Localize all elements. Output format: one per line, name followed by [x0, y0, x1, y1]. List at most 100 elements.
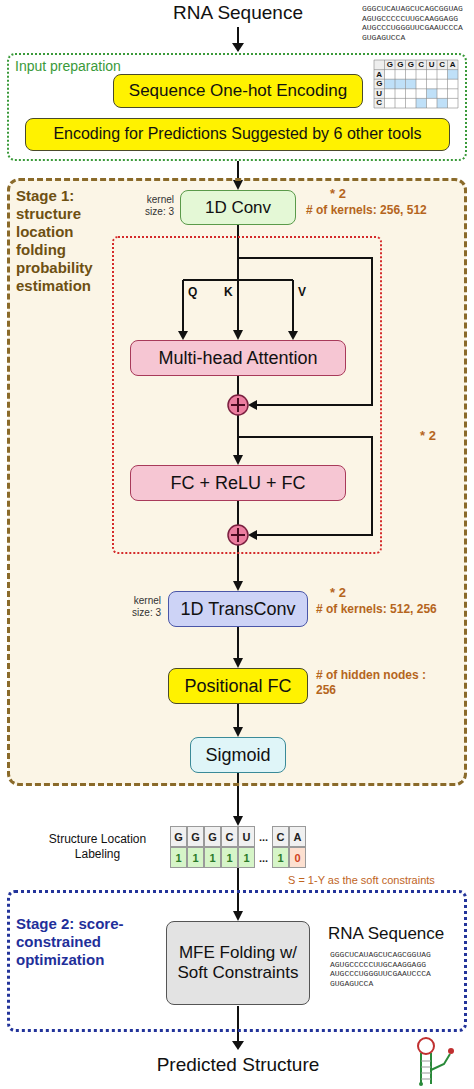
connector — [233, 501, 243, 591]
attention-box: Multi-head Attention — [130, 340, 346, 376]
process-box: MFE Folding w/ Soft Constraints — [166, 921, 310, 1005]
connector-line — [237, 376, 239, 457]
key-label-text: K — [224, 285, 236, 299]
matrix-header: G — [395, 60, 406, 70]
arrowhead — [233, 911, 243, 921]
structure-illustration — [418, 1038, 454, 1086]
process-box: Encoding for Predictions Suggested by 6 … — [25, 118, 450, 151]
sequence-text-text: GGGCUCAUAGCUCAGCGGUAG AGUGCCCCCUUGCAAGGA… — [330, 950, 436, 988]
kernel-count-text: # of kernels: 512, 256 — [316, 602, 466, 617]
table-cell: 1 — [187, 847, 204, 868]
process-box: Sequence One-hot Encoding — [113, 74, 363, 108]
table-cell: 1 — [221, 847, 238, 868]
matrix-header-text: U — [427, 60, 438, 70]
repeat-note-text: * 2 — [330, 585, 370, 601]
matrix-header-text: G — [395, 60, 406, 70]
cell-text: A — [294, 831, 302, 843]
cell-text: ... — [259, 852, 268, 864]
table-cell: U — [238, 826, 255, 847]
kernel-count: # of kernels: 512, 256 — [316, 602, 466, 617]
cell-text: G — [191, 831, 200, 843]
arrowhead — [233, 180, 243, 190]
transconv-box: 1D TransConv — [168, 591, 308, 627]
cell-text: U — [243, 831, 251, 843]
box-text: 1D Conv — [205, 198, 271, 218]
kernel-note: kernel size: 3 — [126, 194, 174, 218]
query-label-text: Q — [188, 285, 200, 299]
box-text: Positional FC — [184, 676, 291, 697]
region-heading: Input preparation — [15, 58, 215, 75]
table-cell: 1 — [170, 847, 187, 868]
sequence-text-text: GGGCUCAUAGCUCAGCGGUAG AGUGCCCCCUUGCAAGGA… — [362, 4, 468, 42]
stage-fill — [8, 179, 466, 785]
value-label: V — [298, 285, 310, 299]
input-label: RNA Sequence — [118, 2, 358, 24]
connector — [233, 225, 243, 340]
hidden-count: # of hidden nodes : 256 — [316, 668, 438, 698]
box-text: FC + ReLU + FC — [170, 473, 305, 494]
cell-text: 1 — [175, 852, 181, 864]
matrix-header-text: C — [437, 60, 448, 70]
connector-line — [237, 627, 239, 660]
box-text: Sigmoid — [205, 745, 270, 766]
matrix-row-label: U — [374, 89, 385, 99]
region-heading: * 2 — [420, 428, 460, 444]
table-cell: 0 — [289, 847, 306, 868]
table-cell: 1 — [204, 847, 221, 868]
cell-text: 1 — [226, 852, 232, 864]
arrowhead — [233, 330, 243, 340]
matrix-row-label-text: U — [374, 89, 385, 99]
arrowhead — [233, 658, 243, 668]
matrix-row-label-text: C — [374, 98, 385, 108]
table-cell: A — [289, 826, 306, 847]
matrix-header: G — [385, 60, 396, 70]
cell-text: 0 — [294, 852, 300, 864]
heading-text: Stage 1: structure location folding prob… — [16, 187, 116, 295]
table-cell: ... — [255, 826, 272, 847]
feedforward-box: FC + ReLU + FC — [130, 465, 346, 501]
region-heading: Stage 2: score-constrained optimization — [16, 915, 156, 969]
connector — [233, 376, 243, 465]
cell-text: G — [174, 831, 183, 843]
heading-text: Input preparation — [15, 58, 215, 75]
matrix-header-text: G — [406, 60, 417, 70]
sequence-text: GGGCUCAUAGCUCAGCGGUAG AGUGCCCCCUUGCAAGGA… — [362, 4, 468, 42]
matrix-header-text: C — [416, 60, 427, 70]
kernel-note: kernel size: 3 — [113, 595, 161, 619]
box-text: 1D TransConv — [180, 599, 295, 620]
matrix-header: G — [406, 60, 417, 70]
matrix-row-label: G — [374, 79, 385, 89]
box-text: MFE Folding w/ Soft Constraints — [173, 943, 303, 982]
repeat-block: * 2Multi-head AttentionFC + ReLU + FC — [112, 236, 382, 554]
connector — [233, 773, 243, 826]
connector-line — [237, 225, 239, 332]
matrix-header-text: A — [448, 60, 459, 70]
table-cell: ... — [255, 847, 272, 868]
sequence-text: GGGCUCAUAGCUCAGCGGUAG AGUGCCCCCUUGCAAGGA… — [330, 950, 436, 988]
conv-box: 1D Conv — [180, 190, 296, 225]
fc-box: Positional FC — [168, 668, 308, 704]
box-text: Sequence One-hot Encoding — [129, 81, 347, 101]
matrix-header: C — [416, 60, 427, 70]
cell-text: ... — [259, 831, 268, 843]
input-label-text: RNA Sequence — [118, 2, 358, 24]
arrowhead — [233, 581, 243, 591]
cell-text: G — [208, 831, 217, 843]
repeat-note-text: * 2 — [330, 186, 370, 202]
static-arrowheads — [178, 43, 298, 1050]
kernel-note-text: kernel size: 3 — [113, 595, 161, 619]
matrix-row-label: A — [374, 70, 385, 80]
arrowhead — [233, 816, 243, 826]
matrix-header: U — [427, 60, 438, 70]
connector — [233, 161, 243, 190]
hidden-count-text: # of hidden nodes : 256 — [316, 668, 438, 698]
connector — [233, 868, 243, 921]
arrowhead — [233, 455, 243, 465]
connector-line — [237, 773, 239, 818]
input-label-text: RNA Sequence — [328, 924, 468, 944]
stage-region: Stage 1: structure location folding prob… — [7, 178, 467, 786]
kernel-count-text: # of kernels: 256, 512 — [306, 203, 464, 218]
kernel-note-text: kernel size: 3 — [126, 194, 174, 218]
table-cell: C — [272, 826, 289, 847]
table-cell: G — [187, 826, 204, 847]
